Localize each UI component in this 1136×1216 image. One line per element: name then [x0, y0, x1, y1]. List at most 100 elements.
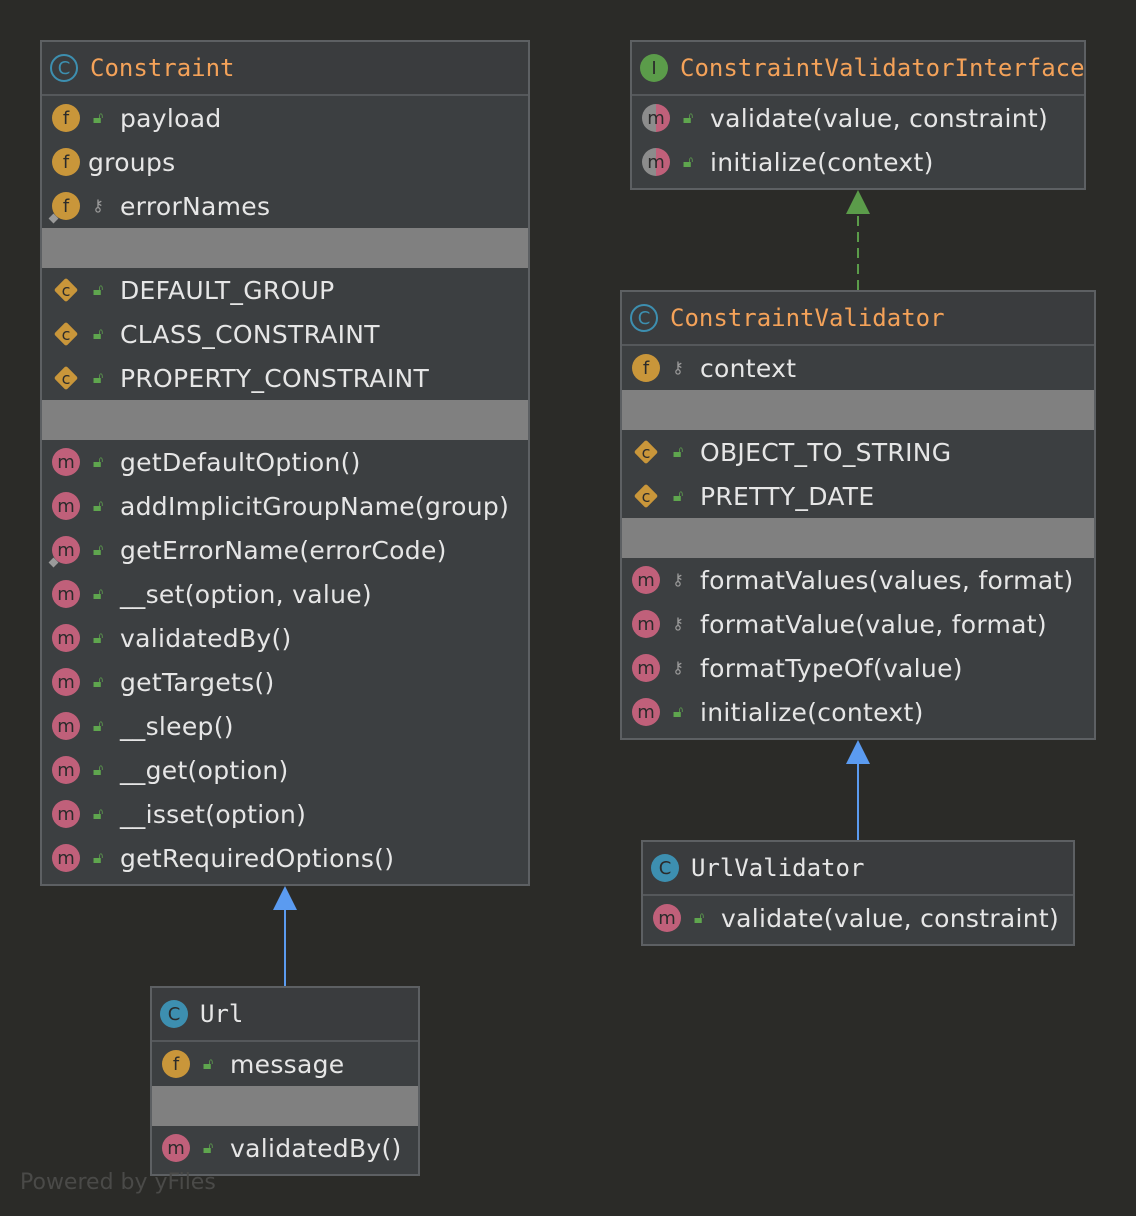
lock-open-icon: 🔓︎	[92, 584, 104, 603]
method-row: m 🔓︎ getErrorName(errorCode)	[42, 528, 528, 572]
class-url[interactable]: C Url f 🔓︎ message m 🔓︎ validatedBy()	[150, 986, 420, 1176]
field-icon: f	[52, 148, 80, 176]
method-icon: m	[52, 800, 80, 828]
method-row: m 🔓︎ __set(option, value)	[42, 572, 528, 616]
lock-open-icon: 🔓︎	[92, 628, 104, 647]
class-icon: C	[160, 1000, 188, 1028]
class-url-validator[interactable]: C UrlValidator m 🔓︎ validate(value, cons…	[641, 840, 1075, 946]
inherit-urlvalidator-to-validator	[846, 740, 870, 840]
abstract-method-icon: m	[642, 104, 670, 132]
class-constraint[interactable]: C Constraint f 🔓︎ payload f groups f ⚷ e…	[40, 40, 530, 886]
separator	[152, 1086, 418, 1126]
constant-icon: c	[52, 320, 80, 348]
field-icon: f	[52, 192, 80, 220]
separator	[622, 390, 1094, 430]
method-label: validate(value, constraint)	[710, 103, 1049, 133]
abstract-class-icon: C	[50, 54, 78, 82]
method-row: m 🔓︎ initialize(context)	[622, 690, 1094, 734]
separator	[42, 400, 528, 440]
class-header: C UrlValidator	[643, 842, 1073, 896]
method-label: validatedBy()	[230, 1133, 402, 1163]
lock-open-icon: 🔓︎	[92, 496, 104, 515]
constant-icon: c	[632, 482, 660, 510]
lock-open-icon: 🔓︎	[202, 1054, 214, 1073]
lock-open-icon: 🔓︎	[693, 908, 705, 927]
field-label: context	[700, 353, 797, 383]
field-row: f 🔓︎ payload	[42, 96, 528, 140]
class-title: Url	[200, 1000, 244, 1028]
method-icon: m	[52, 448, 80, 476]
method-row: m 🔓︎ validatedBy()	[152, 1126, 418, 1170]
lock-open-icon: 🔓︎	[92, 672, 104, 691]
lock-open-icon: 🔓︎	[92, 368, 104, 387]
lock-open-icon: 🔓︎	[92, 540, 104, 559]
method-icon: m	[52, 536, 80, 564]
separator	[622, 518, 1094, 558]
method-label: getErrorName(errorCode)	[120, 535, 447, 565]
lock-open-icon: 🔓︎	[92, 760, 104, 779]
method-row: m 🔓︎ __isset(option)	[42, 792, 528, 836]
method-label: formatTypeOf(value)	[700, 653, 963, 683]
method-label: validatedBy()	[120, 623, 292, 653]
lock-open-icon: 🔓︎	[682, 152, 694, 171]
class-title: Constraint	[90, 54, 235, 82]
method-row: m 🔓︎ initialize(context)	[632, 140, 1084, 184]
lock-open-icon: 🔓︎	[92, 324, 104, 343]
class-title: UrlValidator	[691, 854, 865, 882]
method-icon: m	[52, 844, 80, 872]
method-label: formatValue(value, format)	[700, 609, 1047, 639]
constant-label: OBJECT_TO_STRING	[700, 437, 952, 467]
constant-label: PRETTY_DATE	[700, 481, 875, 511]
key-icon: ⚷	[672, 570, 684, 589]
method-icon: m	[632, 698, 660, 726]
lock-open-icon: 🔓︎	[92, 108, 104, 127]
field-icon: f	[632, 354, 660, 382]
method-row: m 🔓︎ validate(value, constraint)	[643, 896, 1073, 940]
method-label: getTargets()	[120, 667, 275, 697]
field-label: errorNames	[120, 191, 271, 221]
class-title: ConstraintValidator	[670, 304, 945, 332]
method-row: m 🔓︎ getDefaultOption()	[42, 440, 528, 484]
constant-label: CLASS_CONSTRAINT	[120, 319, 380, 349]
class-constraint-validator[interactable]: C ConstraintValidator f ⚷ context c 🔓︎ O…	[620, 290, 1096, 740]
method-row: m 🔓︎ getRequiredOptions()	[42, 836, 528, 880]
method-icon: m	[632, 654, 660, 682]
class-header: C Url	[152, 988, 418, 1042]
constant-icon: c	[52, 364, 80, 392]
method-label: initialize(context)	[700, 697, 924, 727]
method-icon: m	[632, 610, 660, 638]
method-label: __get(option)	[120, 755, 289, 785]
method-row: m 🔓︎ validate(value, constraint)	[632, 96, 1084, 140]
lock-open-icon: 🔓︎	[672, 442, 684, 461]
method-label: getRequiredOptions()	[120, 843, 395, 873]
method-label: validate(value, constraint)	[721, 903, 1060, 933]
constant-row: c 🔓︎ DEFAULT_GROUP	[42, 268, 528, 312]
class-header: I ConstraintValidatorInterface	[632, 42, 1085, 96]
method-row: m 🔓︎ __get(option)	[42, 748, 528, 792]
constant-label: PROPERTY_CONSTRAINT	[120, 363, 430, 393]
field-icon: f	[52, 104, 80, 132]
lock-open-icon: 🔓︎	[92, 280, 104, 299]
constant-row: c 🔓︎ PROPERTY_CONSTRAINT	[42, 356, 528, 400]
method-label: __isset(option)	[120, 799, 307, 829]
separator	[42, 228, 528, 268]
constant-row: c 🔓︎ OBJECT_TO_STRING	[622, 430, 1094, 474]
method-icon: m	[52, 756, 80, 784]
method-icon: m	[632, 566, 660, 594]
constant-row: c 🔓︎ PRETTY_DATE	[622, 474, 1094, 518]
powered-by-footer: Powered by yFiles	[20, 1170, 216, 1195]
constant-label: DEFAULT_GROUP	[120, 275, 335, 305]
method-icon: m	[52, 668, 80, 696]
class-constraint-validator-interface[interactable]: I ConstraintValidatorInterface m 🔓︎ vali…	[630, 40, 1086, 190]
method-icon: m	[653, 904, 681, 932]
interface-icon: I	[640, 54, 668, 82]
method-row: m ⚷ formatValue(value, format)	[622, 602, 1094, 646]
method-row: m 🔓︎ getTargets()	[42, 660, 528, 704]
key-icon: ⚷	[672, 614, 684, 633]
inherit-url-to-constraint	[273, 886, 297, 986]
lock-open-icon: 🔓︎	[202, 1138, 214, 1157]
class-icon: C	[651, 854, 679, 882]
method-row: m ⚷ formatTypeOf(value)	[622, 646, 1094, 690]
method-label: __sleep()	[120, 711, 234, 741]
